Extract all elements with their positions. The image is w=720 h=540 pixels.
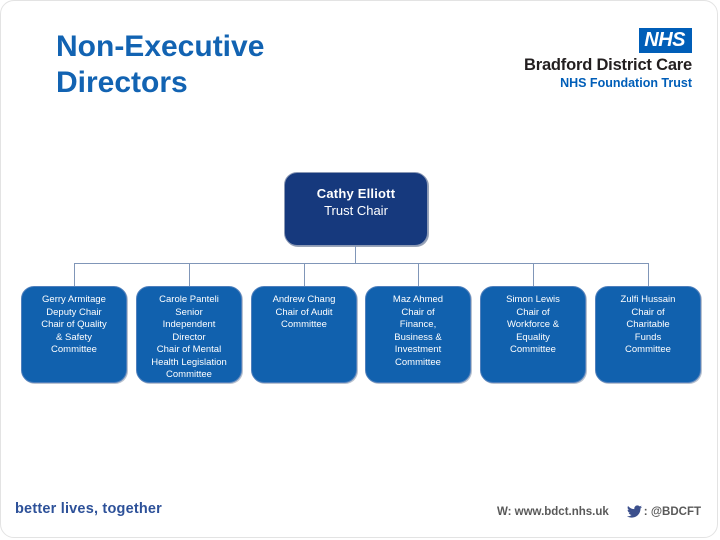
twitter-handle: : @BDCFT <box>643 505 701 518</box>
org-member-box: Andrew Chang Chair of Audit Committee <box>251 286 357 383</box>
connector-drop <box>418 263 419 286</box>
connector-drop <box>304 263 305 286</box>
org-member-box: Gerry Armitage Deputy Chair Chair of Qua… <box>21 286 127 383</box>
trust-name: NHS Foundation Trust <box>560 76 692 90</box>
member-name: Zulfi Hussain <box>620 294 676 305</box>
nhs-logo: NHS Bradford District Care NHS Foundatio… <box>442 28 692 90</box>
member-role: Chair of Audit Committee <box>275 306 333 331</box>
member-name: Gerry Armitage <box>42 294 106 305</box>
org-root-box: Cathy Elliott Trust Chair <box>284 172 428 246</box>
connector-parent-stem <box>355 246 356 263</box>
org-member-box: Carole Panteli Senior Independent Direct… <box>136 286 242 383</box>
org-member-box: Maz Ahmed Chair of Finance, Business & I… <box>365 286 471 383</box>
member-role: Chair of Finance, Business & Investment … <box>394 306 442 368</box>
tagline: better lives, together <box>15 501 163 517</box>
page-title: Non-Executive Directors <box>56 30 265 99</box>
connector-drop <box>189 263 190 286</box>
member-role: Senior Independent Director Chair of Men… <box>151 306 227 381</box>
connector-drop <box>74 263 75 286</box>
member-role: Chair of Charitable Funds Committee <box>625 306 671 356</box>
member-name: Andrew Chang <box>272 294 336 305</box>
connector-drop <box>533 263 534 286</box>
twitter-bird-icon <box>626 504 642 519</box>
member-name: Simon Lewis <box>506 294 560 305</box>
org-root-role: Trust Chair <box>324 203 388 218</box>
org-root-name: Cathy Elliott <box>316 186 396 201</box>
footer-contact: W: www.bdct.nhs.uk : @BDCFT <box>497 504 701 519</box>
member-name: Maz Ahmed <box>392 294 444 305</box>
org-member-box: Simon Lewis Chair of Workforce & Equalit… <box>480 286 586 383</box>
connector-bus <box>74 263 648 264</box>
website-url: W: www.bdct.nhs.uk <box>496 505 609 518</box>
member-name: Carole Panteli <box>159 294 219 305</box>
connector-drop <box>648 263 649 286</box>
org-name: Bradford District Care <box>524 56 692 74</box>
nhs-logo-icon: NHS <box>639 28 692 53</box>
org-member-box: Zulfi Hussain Chair of Charitable Funds … <box>595 286 701 383</box>
member-role: Deputy Chair Chair of Quality & Safety C… <box>41 306 107 356</box>
member-role: Chair of Workforce & Equality Committee <box>506 306 560 356</box>
